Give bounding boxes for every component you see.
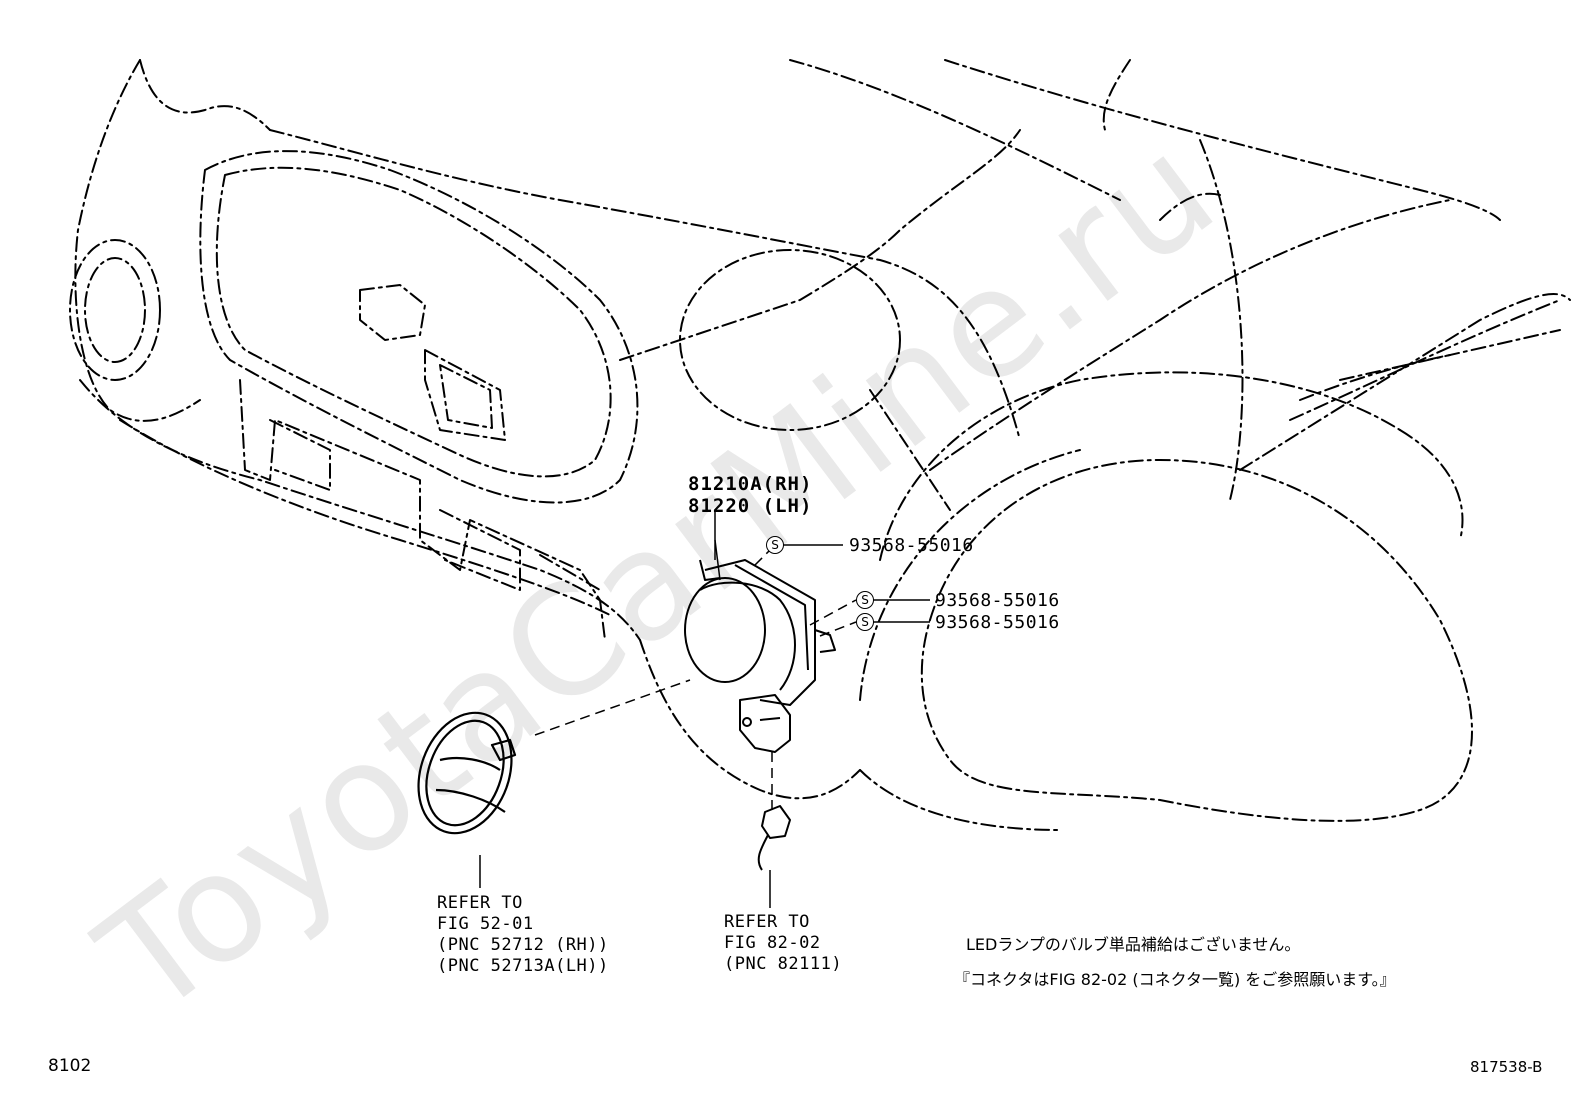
bezel-ref-line-4: (PNC 52713A(LH)): [437, 956, 609, 976]
wiring-ref-line-2: FIG 82-02: [724, 933, 821, 953]
bezel-ref-line-2: FIG 52-01: [437, 914, 534, 934]
bezel-ref-line-1: REFER TO: [437, 893, 523, 913]
note-connector: 『コネクタはFIG 82-02 (コネクタ一覧) をご参照願います。』: [954, 970, 1396, 989]
bezel-reference: REFER TO FIG 52-01 (PNC 52712 (RH)) (PNC…: [437, 893, 609, 977]
screw-part-number-3: 93568-55016: [935, 612, 1060, 633]
screw-symbol-1: S: [766, 536, 784, 554]
screw-symbol-3: S: [856, 613, 874, 631]
screw-symbol-2: S: [856, 591, 874, 609]
main-part-label-rh: 81210A(RH): [688, 473, 813, 495]
note-led-bulb: LEDランプのバルブ単品補給はございません。: [966, 935, 1301, 954]
wiring-ref-line-1: REFER TO: [724, 912, 810, 932]
screw-part-number-1: 93568-55016: [849, 535, 974, 556]
wiring-reference: REFER TO FIG 82-02 (PNC 82111): [724, 912, 842, 975]
main-part-label-lh: 81220 (LH): [688, 495, 813, 517]
wiring-ref-line-3: (PNC 82111): [724, 954, 843, 974]
screw-part-number-2: 93568-55016: [935, 590, 1060, 611]
bezel-ref-line-3: (PNC 52712 (RH)): [437, 935, 609, 955]
figure-code: 8102: [48, 1056, 92, 1076]
illustration-id: 817538-B: [1470, 1058, 1543, 1076]
